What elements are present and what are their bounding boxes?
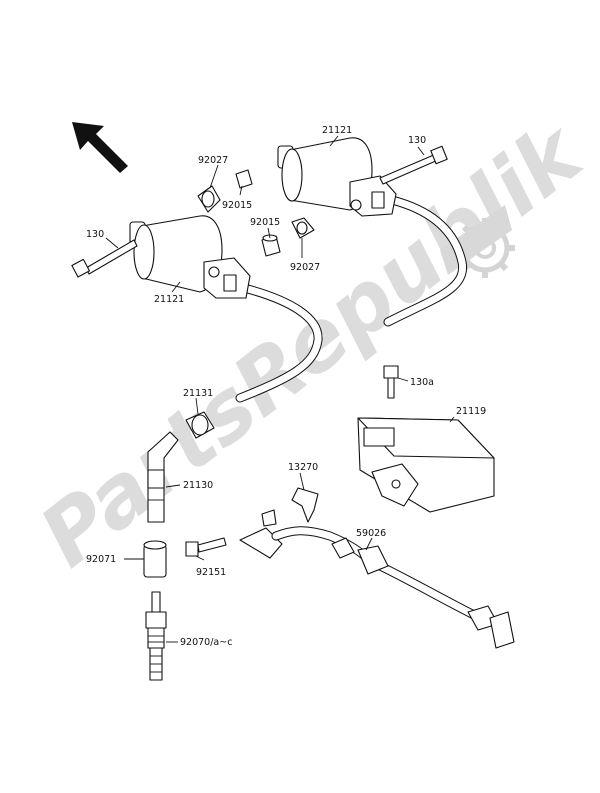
label-plug-cap: 21130 — [183, 480, 213, 491]
label-washer-lower: 92027 — [290, 262, 320, 273]
direction-arrow-icon — [72, 122, 128, 173]
label-harness: 59026 — [356, 528, 386, 539]
label-seal: 92071 — [86, 554, 116, 565]
labels: 21121 130 92027 92015 92015 92027 130 21… — [86, 125, 486, 648]
coil-cap — [185, 411, 215, 439]
ignition-coil-upper — [277, 137, 468, 327]
igniter — [357, 417, 495, 513]
bolt-lower — [71, 239, 138, 278]
label-coil-upper: 21121 — [322, 125, 352, 136]
igniter-bolt — [383, 365, 399, 399]
label-washer-upper: 92027 — [198, 155, 228, 166]
label-igniter: 21119 — [456, 406, 486, 417]
pickup-coil — [239, 487, 375, 565]
label-spark-plug: 92070/a~c — [180, 637, 232, 648]
label-collar-lower: 92015 — [250, 217, 280, 228]
label-bracket: 13270 — [288, 462, 318, 473]
collar-lower — [261, 234, 281, 257]
label-collar-upper: 92015 — [222, 200, 252, 211]
spark-plug — [145, 591, 167, 681]
washer-lower — [291, 217, 315, 239]
leader-lines — [105, 135, 455, 643]
spark-plug-cap — [147, 431, 179, 523]
ignition-coil-lower — [129, 215, 323, 403]
washer-upper — [197, 185, 221, 213]
bolt-small — [185, 537, 227, 557]
collar-upper — [235, 169, 253, 189]
label-igniter-bolt: 130a — [410, 377, 434, 388]
harness — [357, 545, 515, 649]
label-bolt-lower: 130 — [86, 229, 104, 240]
label-bolt-small: 92151 — [196, 567, 226, 578]
bolt-upper — [379, 145, 448, 185]
label-coil-lower: 21121 — [154, 294, 184, 305]
label-bolt-upper: 130 — [408, 135, 426, 146]
seal — [143, 540, 167, 578]
label-cap: 21131 — [183, 388, 213, 399]
